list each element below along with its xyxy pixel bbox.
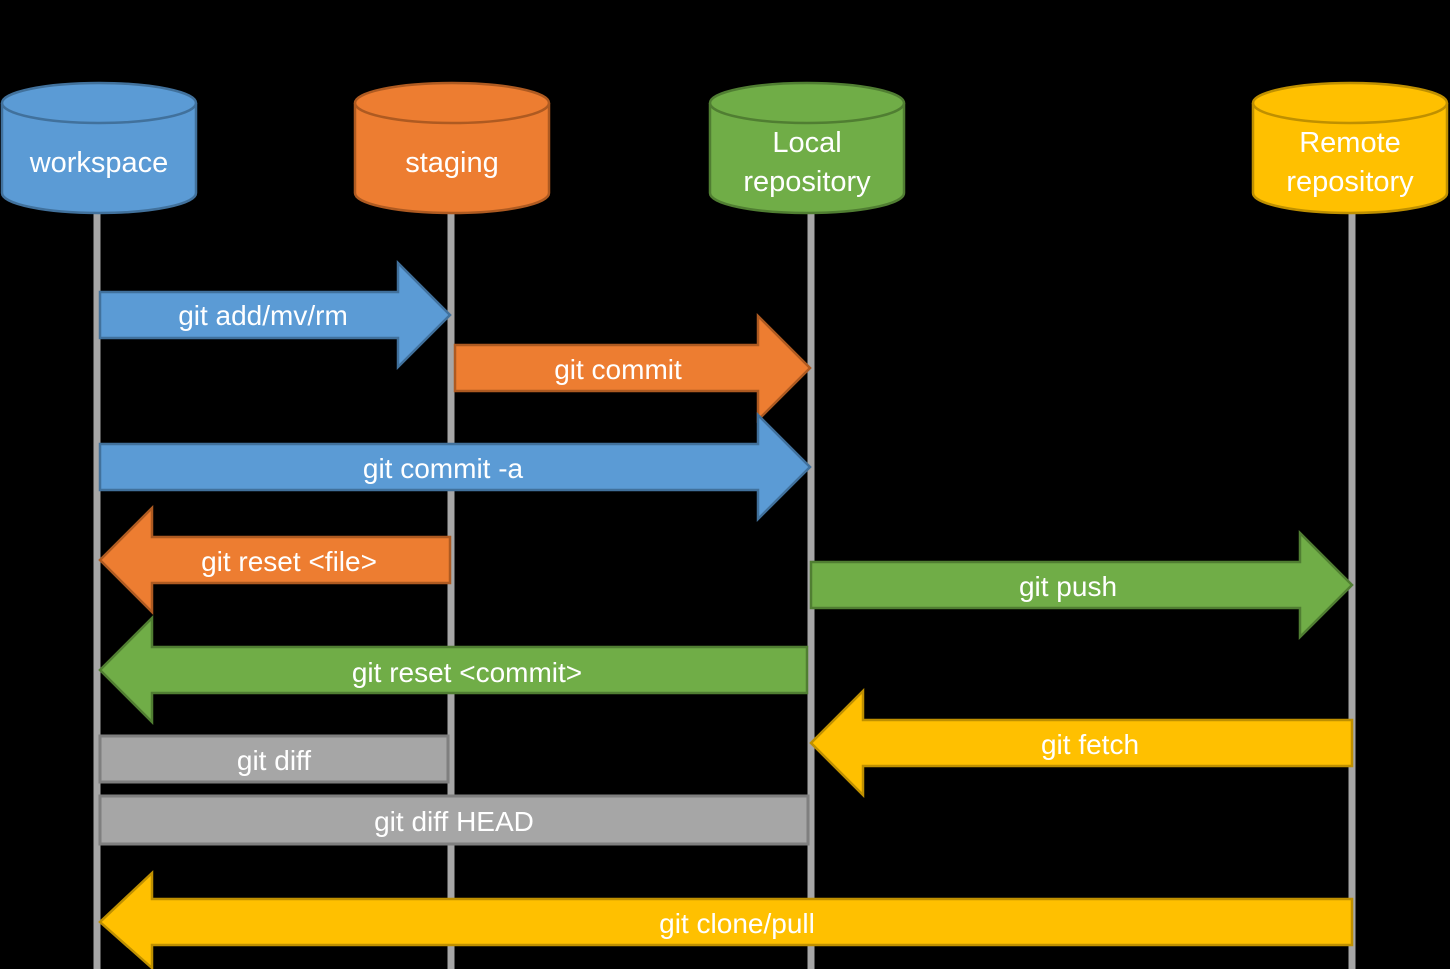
git-clone-pull-arrow-shape bbox=[98, 870, 1354, 969]
git-clone-pull-label: git clone/pull bbox=[659, 908, 815, 939]
workspace-label: workspace bbox=[29, 147, 169, 179]
local-repository-label-line2: repository bbox=[743, 166, 871, 198]
git-commit-a-arrow-shape bbox=[98, 411, 812, 523]
git-reset-commit-arrow-shape bbox=[98, 614, 809, 726]
workspace-cylinder-body bbox=[0, 103, 198, 215]
remote-repository-cylinder-top bbox=[1251, 81, 1449, 125]
arrow-git-commit-a: git commit -a bbox=[98, 411, 812, 523]
git-add-mv-rm-label: git add/mv/rm bbox=[178, 300, 348, 331]
git-diff-head-bar-shape bbox=[98, 794, 810, 846]
arrow-git-clone-pull: git clone/pull bbox=[98, 870, 1354, 969]
staging-label: staging bbox=[405, 147, 499, 179]
bar-git-diff-head: git diff HEAD bbox=[98, 794, 810, 846]
arrow-git-fetch: git fetch bbox=[809, 687, 1354, 799]
staging-cylinder-body bbox=[353, 103, 551, 215]
git-diff-head-label: git diff HEAD bbox=[374, 806, 534, 837]
node-remote-repository: Remote repository bbox=[1251, 81, 1449, 215]
arrow-git-commit: git commit bbox=[453, 312, 812, 424]
arrow-git-reset-commit: git reset <commit> bbox=[98, 614, 809, 726]
git-diff-bar-shape bbox=[98, 734, 450, 784]
bar-git-diff: git diff bbox=[98, 734, 450, 784]
git-commit-arrow-shape bbox=[453, 312, 812, 424]
workspace-cylinder-top bbox=[0, 81, 198, 125]
staging-cylinder-top bbox=[353, 81, 551, 125]
local-repository-label-line1: Local bbox=[772, 127, 841, 159]
git-push-label: git push bbox=[1019, 571, 1117, 602]
remote-repository-label-line2: repository bbox=[1286, 166, 1414, 198]
remote-repository-label-line1: Remote bbox=[1299, 127, 1401, 159]
arrow-git-reset-file: git reset <file> bbox=[98, 504, 452, 616]
local-repository-cylinder-body bbox=[708, 103, 906, 215]
arrow-git-add-mv-rm: git add/mv/rm bbox=[98, 259, 452, 371]
git-reset-commit-label: git reset <commit> bbox=[352, 657, 582, 688]
git-reset-file-label: git reset <file> bbox=[201, 546, 377, 577]
node-local-repository: Local repository bbox=[708, 81, 906, 215]
git-commit-a-label: git commit -a bbox=[363, 453, 524, 484]
node-workspace: workspace bbox=[0, 81, 198, 215]
git-fetch-arrow-shape bbox=[809, 687, 1354, 799]
local-repository-cylinder-top bbox=[708, 81, 906, 125]
remote-repository-cylinder-body bbox=[1251, 103, 1449, 215]
git-fetch-label: git fetch bbox=[1041, 729, 1139, 760]
git-reset-file-arrow-shape bbox=[98, 504, 452, 616]
git-add-mv-rm-arrow-shape bbox=[98, 259, 452, 371]
git-push-arrow-shape bbox=[809, 529, 1354, 641]
git-diff-label: git diff bbox=[237, 745, 311, 776]
git-commit-label: git commit bbox=[554, 354, 682, 385]
arrow-git-push: git push bbox=[809, 529, 1354, 641]
node-staging: staging bbox=[353, 81, 551, 215]
